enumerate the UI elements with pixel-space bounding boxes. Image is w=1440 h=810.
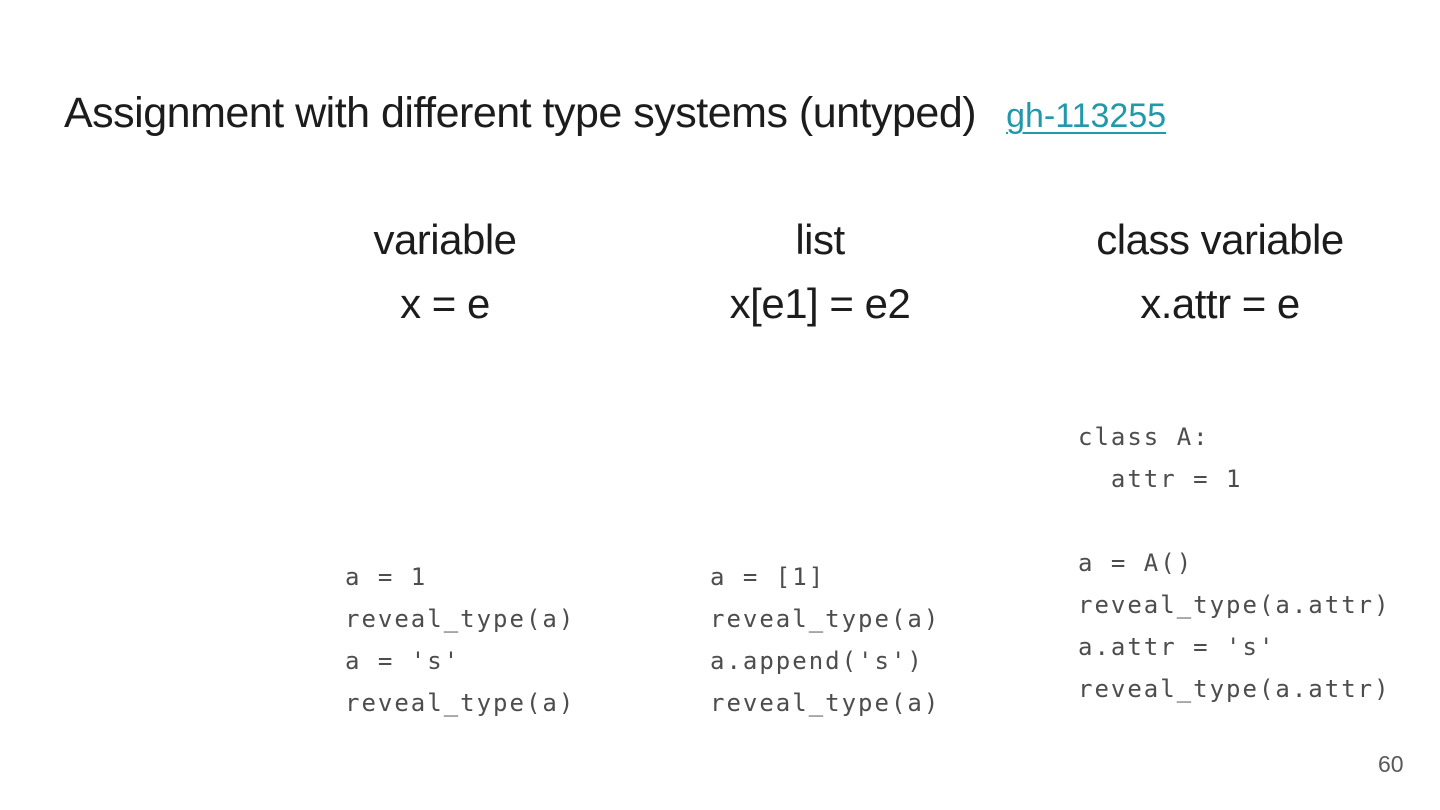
code-block-variable: a = 1 reveal_type(a) a = 's' reveal_type… xyxy=(345,563,576,717)
slide-title: Assignment with different type systems (… xyxy=(64,89,977,137)
column-header-list-label: list xyxy=(795,216,845,263)
title-row: Assignment with different type systems (… xyxy=(64,86,1166,140)
column-header-list: list x[e1] = e2 xyxy=(670,208,970,336)
gh-issue-link[interactable]: gh-113255 xyxy=(1006,97,1167,135)
code-block-list: a = [1] reveal_type(a) a.append('s') rev… xyxy=(710,563,941,717)
column-header-list-syntax: x[e1] = e2 xyxy=(729,280,911,327)
column-header-variable: variable x = e xyxy=(295,208,595,336)
column-header-variable-label: variable xyxy=(373,216,517,263)
column-header-class-variable: class variable x.attr = e xyxy=(1020,208,1420,336)
page-number: 60 xyxy=(1378,751,1404,777)
column-header-variable-syntax: x = e xyxy=(400,280,490,327)
code-block-class-variable: class A: attr = 1 a = A() reveal_type(a.… xyxy=(1078,423,1391,703)
column-header-class-variable-syntax: x.attr = e xyxy=(1140,280,1300,327)
column-header-class-variable-label: class variable xyxy=(1096,216,1344,263)
